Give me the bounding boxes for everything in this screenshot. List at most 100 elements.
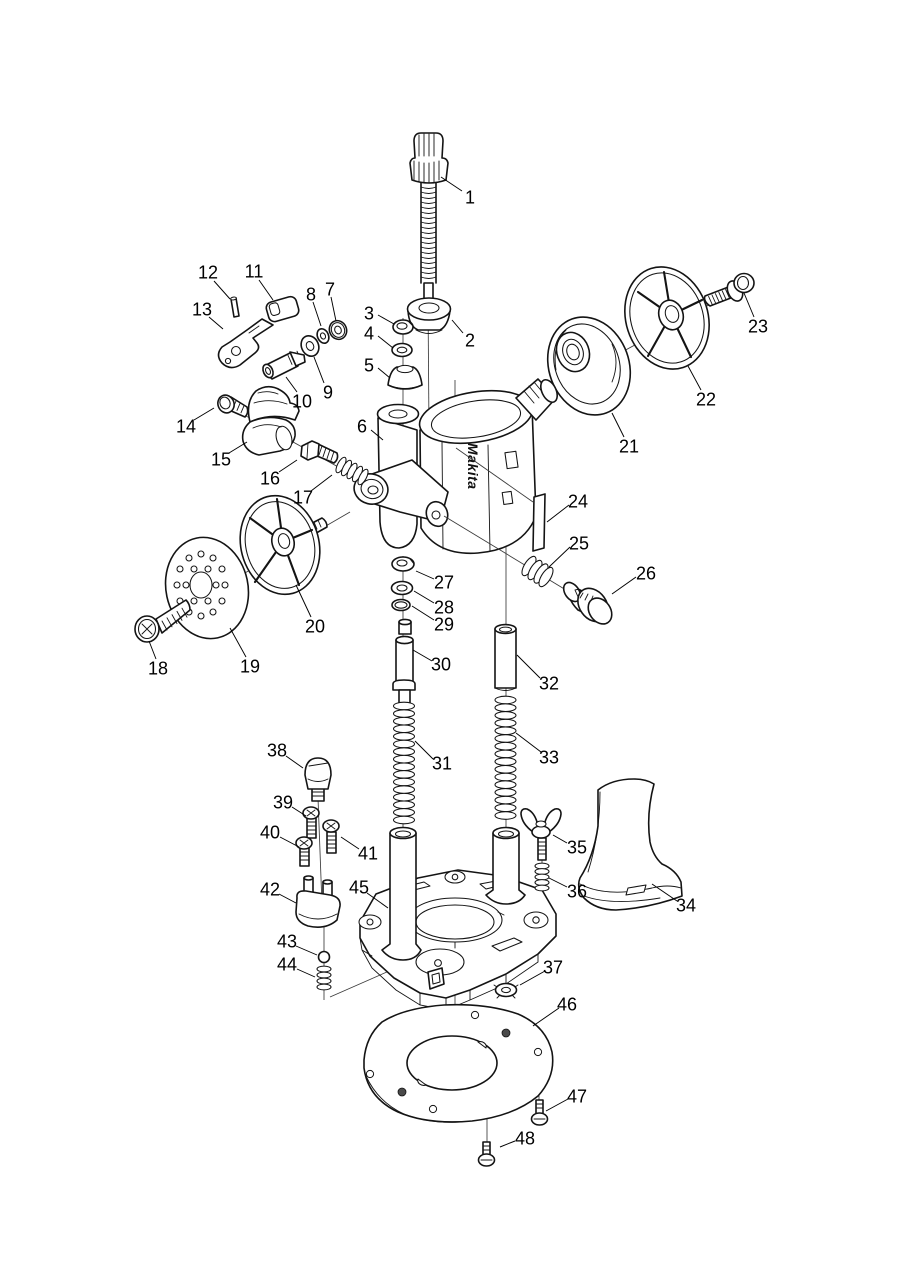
part-label-12: 12: [198, 263, 218, 283]
part-label-45: 45: [349, 878, 369, 898]
part-leader-39: [291, 806, 307, 817]
part-45-base-casting: [358, 826, 557, 1011]
part-27-lock-washer: [391, 556, 415, 572]
part-5-cap: [387, 364, 423, 390]
part-label-24: 24: [568, 492, 588, 512]
part-leader-23: [743, 292, 755, 318]
part-leader-31: [414, 740, 434, 760]
part-leader-35: [552, 834, 568, 844]
part-26-lock-knob: [562, 581, 613, 625]
part-label-20: 20: [305, 617, 325, 637]
part-25-spring: [518, 553, 557, 590]
part-leader-21: [611, 412, 625, 438]
part-2-flange: [406, 297, 452, 334]
part-30-stopper-pole: [392, 618, 416, 709]
part-leader-34: [651, 883, 678, 902]
part-leader-3: [377, 314, 395, 325]
part-33-guide-spring: [494, 695, 517, 820]
part-leader-46: [532, 1007, 560, 1027]
housing-shaft-collar: [515, 378, 559, 421]
part-34-guide-holder-plate: [577, 778, 683, 911]
part-leader-19: [229, 627, 247, 658]
part-leader-22: [687, 365, 702, 391]
part-leader-2: [451, 319, 464, 334]
part-46-sub-base-plate: [363, 1003, 554, 1123]
part-41-screw: [322, 819, 340, 854]
part-label-9: 9: [323, 383, 333, 403]
part-label-48: 48: [515, 1129, 535, 1149]
part-15-cam-lever: [241, 385, 300, 456]
part-leader-25: [548, 546, 571, 568]
part-leader-27: [415, 570, 435, 580]
part-3-lock-washer: [392, 319, 414, 335]
part-4-flat-washer: [391, 342, 413, 358]
part-44-spring: [316, 965, 332, 991]
part-leader-45: [366, 892, 389, 909]
part-leader-47: [545, 1098, 569, 1112]
part-label-10: 10: [292, 392, 312, 412]
part-leader-11: [258, 279, 274, 301]
part-label-27: 27: [434, 573, 454, 593]
part-leader-15: [228, 441, 248, 454]
part-label-30: 30: [431, 655, 451, 675]
part-7-hex-nut: [328, 319, 348, 341]
part-label-29: 29: [434, 615, 454, 635]
part-label-38: 38: [267, 741, 287, 761]
part-label-26: 26: [636, 564, 656, 584]
part-20-handwheel: [239, 494, 328, 596]
part-label-25: 25: [569, 534, 589, 554]
part-label-28: 28: [434, 598, 454, 618]
part-label-13: 13: [192, 300, 212, 320]
part-leader-5: [377, 367, 391, 379]
part-label-7: 7: [325, 280, 335, 300]
part-label-34: 34: [676, 896, 696, 916]
part-label-16: 16: [260, 469, 280, 489]
part-label-21: 21: [619, 437, 639, 457]
part-label-6: 6: [357, 417, 367, 437]
part-29-o-ring: [391, 598, 411, 612]
part-label-5: 5: [364, 356, 374, 376]
part-label-23: 23: [748, 317, 768, 337]
part-leader-4: [377, 335, 394, 349]
part-16-clamp-bolt: [300, 440, 339, 464]
part-leader-29: [411, 605, 435, 621]
part-label-2: 2: [465, 331, 475, 351]
part-32-guide-pole: [494, 623, 517, 691]
part-28-flat-washer: [390, 580, 414, 596]
part-leader-7: [330, 296, 337, 322]
part-leader-32: [516, 654, 541, 679]
part-leader-38: [285, 755, 304, 769]
part-leader-42: [278, 893, 297, 904]
part-label-3: 3: [364, 304, 374, 324]
part-leader-28: [413, 590, 435, 604]
part-leader-6: [370, 429, 384, 441]
part-37-push-nut: [493, 982, 519, 999]
part-leader-37: [519, 970, 546, 986]
part-leader-18: [148, 640, 157, 660]
part-label-19: 19: [240, 657, 260, 677]
part-label-35: 35: [567, 838, 587, 858]
part-36-spring: [534, 862, 550, 892]
part-leader-8: [312, 301, 322, 327]
part-label-11: 11: [245, 262, 264, 282]
part-6-housing-tube: [376, 403, 420, 549]
part-12-pin: [230, 296, 240, 318]
part-leader-14: [193, 407, 215, 421]
part-label-42: 42: [260, 880, 280, 900]
part-label-33: 33: [539, 748, 559, 768]
part-leader-12: [213, 280, 231, 300]
part-leader-17: [310, 474, 333, 492]
part-39-screw: [302, 806, 320, 839]
part-label-37: 37: [543, 958, 563, 978]
part-38-thumb-screw: [304, 757, 332, 802]
part-label-39: 39: [273, 793, 293, 813]
part-13-lock-lever: [217, 318, 274, 369]
part-18-pan-head-screw: [134, 599, 191, 643]
part-label-41: 41: [358, 844, 378, 864]
part-label-14: 14: [176, 417, 196, 437]
part-label-46: 46: [557, 995, 577, 1015]
part-label-44: 44: [277, 955, 297, 975]
